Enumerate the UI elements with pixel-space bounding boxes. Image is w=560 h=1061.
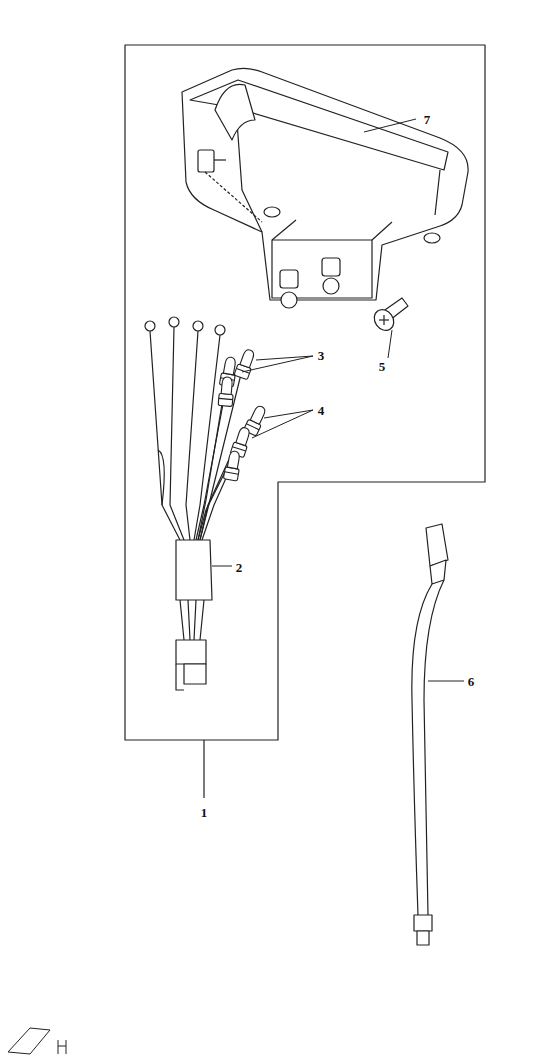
callout-number: 7	[424, 113, 431, 126]
callout-number: 6	[468, 675, 475, 688]
kit-leader	[203, 740, 204, 798]
callout-number: 1	[201, 806, 208, 819]
callout-number: 2	[236, 561, 243, 574]
screw	[370, 298, 408, 334]
logo-stamp	[8, 1028, 66, 1054]
meter-cable	[412, 524, 448, 945]
callout-number: 3	[318, 349, 325, 362]
meter-housing	[182, 68, 468, 308]
callout-number: 4	[318, 404, 325, 417]
leader-lines	[212, 119, 464, 681]
callout-number: 5	[379, 360, 386, 373]
kit-outline	[125, 45, 485, 740]
